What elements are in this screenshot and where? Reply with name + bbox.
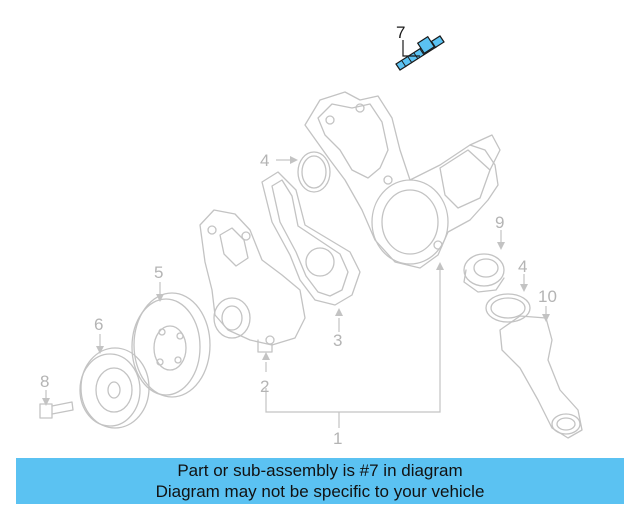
callout-8[interactable]: 8 [40,372,49,391]
callout-7-leader [402,40,420,57]
part-6-drive-pulley[interactable] [79,347,150,429]
callout-4-lower[interactable]: 4 [518,257,527,276]
banner-line-1: Part or sub-assembly is #7 in diagram [177,461,463,480]
callout-5[interactable]: 5 [154,263,163,282]
part-9-thermostat[interactable] [463,253,505,293]
part-1-housing[interactable] [304,91,501,269]
callout-1-bracket [265,270,441,413]
callout-3[interactable]: 3 [333,331,342,350]
part-10-outlet-pipe[interactable] [499,315,583,439]
callout-4-upper[interactable]: 4 [260,151,269,170]
part-4-lower-seal[interactable] [485,293,531,323]
part-4-upper-oring[interactable] [297,151,331,193]
parts-diagram: 7 [39,23,583,448]
callout-6[interactable]: 6 [94,315,103,334]
callout-2[interactable]: 2 [260,377,269,396]
part-5-pulley[interactable] [131,292,211,398]
part-3-gasket[interactable] [261,171,361,306]
callout-10[interactable]: 10 [538,287,557,306]
callout-1[interactable]: 1 [333,429,342,448]
info-banner: Part or sub-assembly is #7 in diagram Di… [16,458,624,504]
callout-9[interactable]: 9 [495,213,504,232]
part-2-water-pump[interactable] [199,209,306,353]
banner-line-2: Diagram may not be specific to your vehi… [155,482,485,501]
part-7-stud[interactable] [395,35,445,71]
callout-7[interactable]: 7 [396,23,405,42]
part-8-bolt[interactable] [39,401,74,419]
